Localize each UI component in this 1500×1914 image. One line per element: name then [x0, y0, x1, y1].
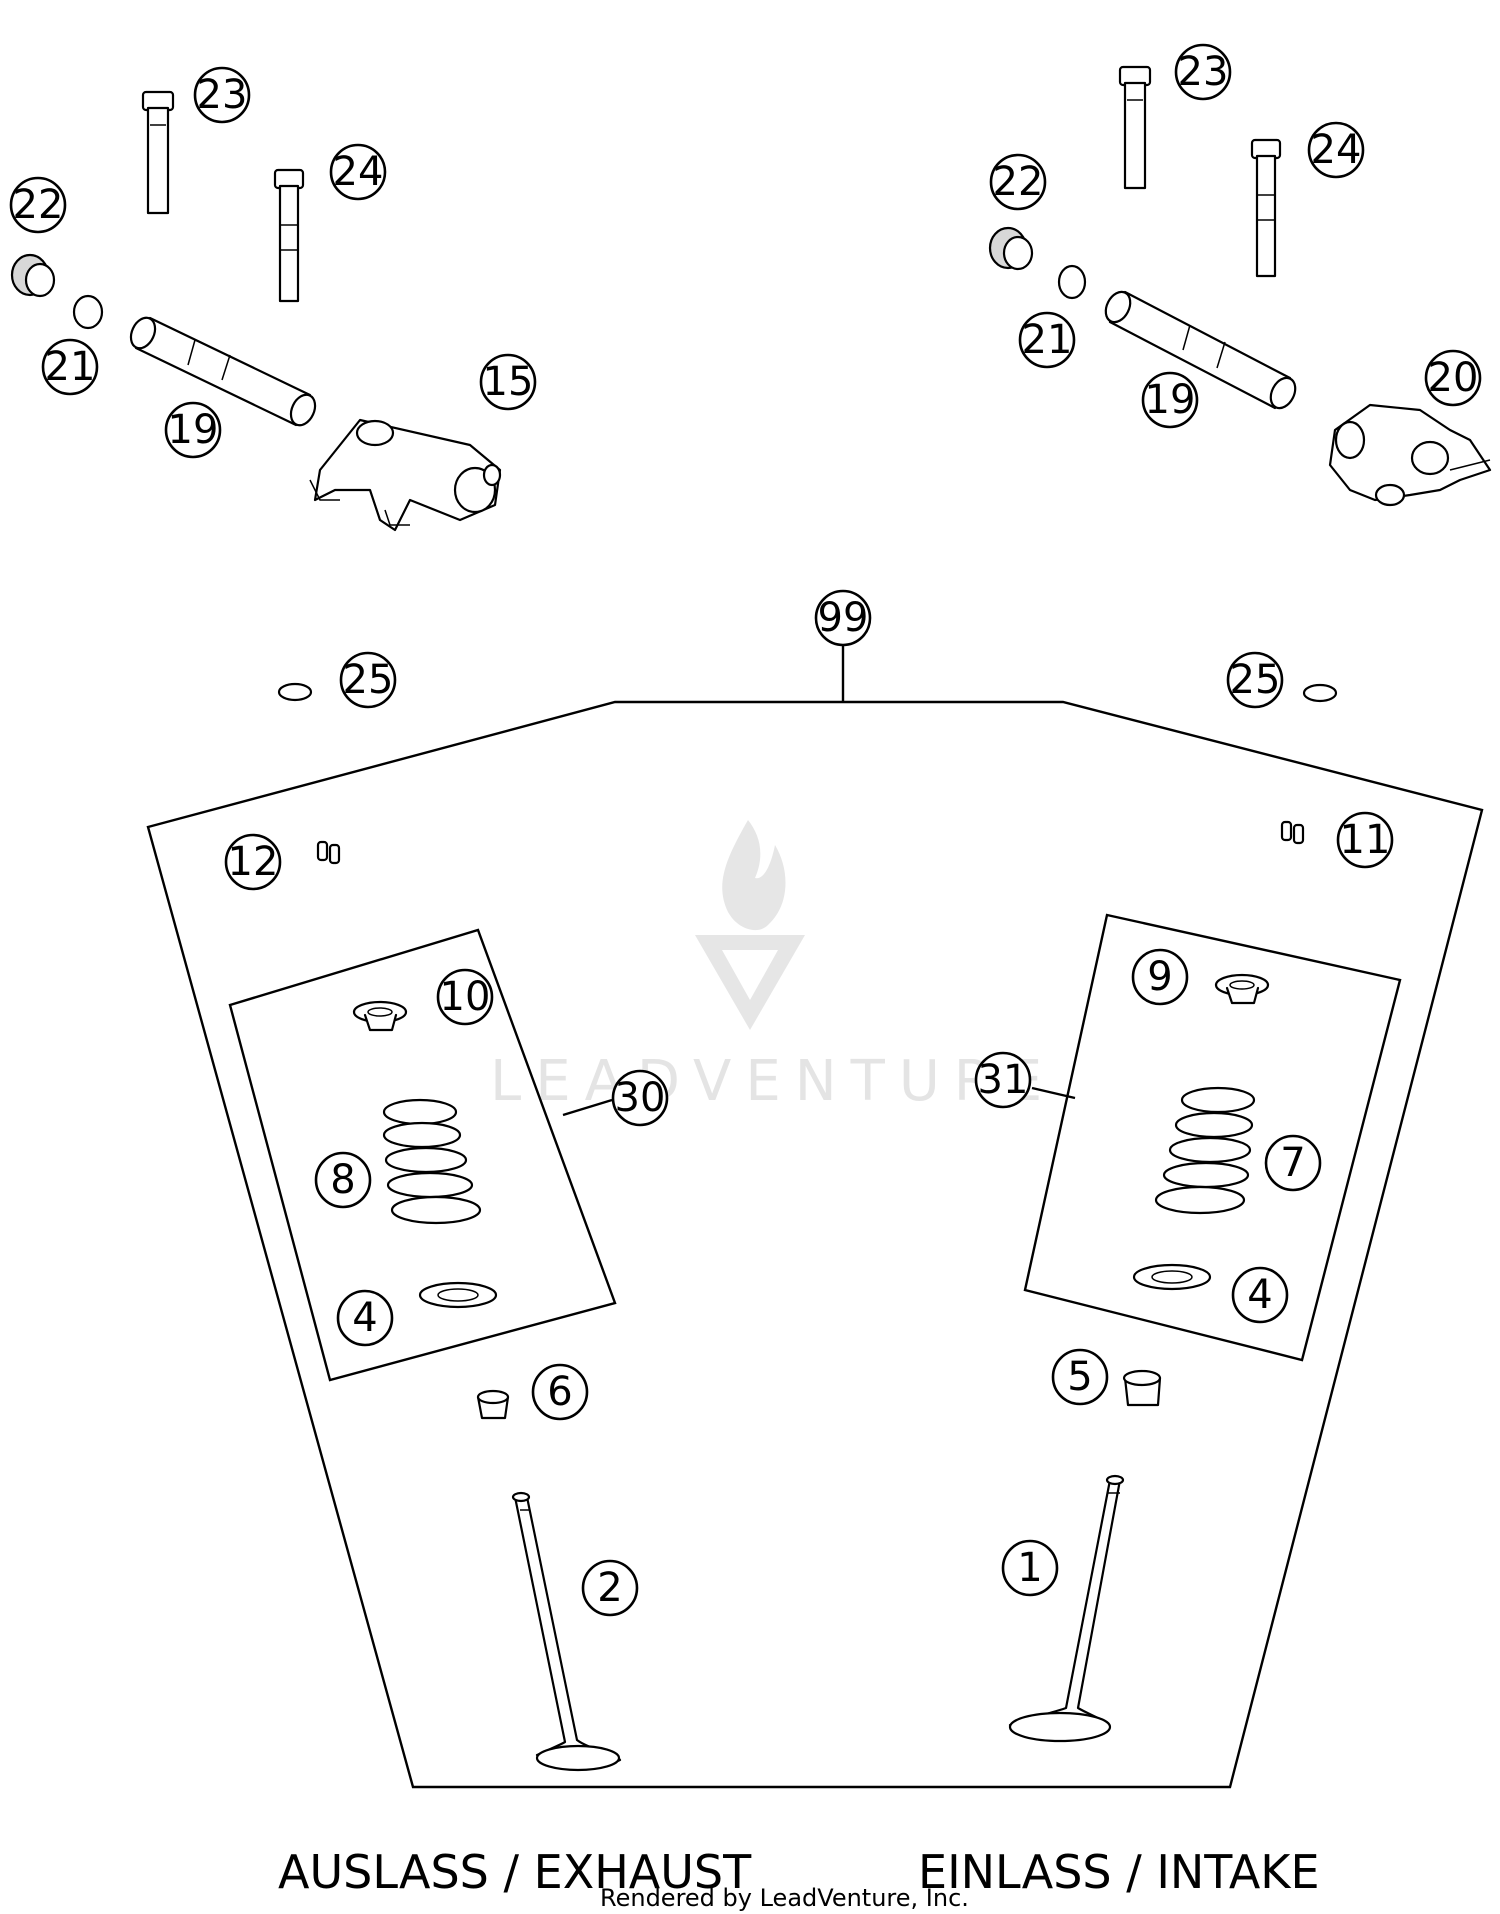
callout-6: 6	[531, 1363, 589, 1421]
valve-collet-11	[1280, 820, 1305, 845]
callout-23-left: 23	[193, 66, 251, 124]
rocker-shaft-19-right	[1104, 290, 1297, 410]
callout-22-right: 22	[989, 153, 1047, 211]
valve-collet-12	[316, 840, 341, 865]
valve-stem-seal-5	[1122, 1369, 1162, 1407]
leader-30	[562, 1098, 613, 1117]
watermark-logo: LEADVENTURE	[490, 820, 1056, 1114]
svg-text:11: 11	[1340, 817, 1391, 863]
watermark-text: LEADVENTURE	[490, 1049, 1056, 1114]
o-ring-21-left	[72, 294, 104, 330]
svg-text:4: 4	[1247, 1272, 1272, 1318]
bolt-23-left	[141, 90, 175, 215]
shim-25-left	[277, 682, 313, 702]
exhaust-label: AUSLASS / EXHAUST	[278, 1845, 752, 1899]
svg-text:19: 19	[168, 407, 219, 453]
valve-spring-8	[382, 1098, 482, 1225]
svg-text:24: 24	[333, 149, 384, 195]
svg-text:22: 22	[13, 182, 64, 228]
svg-text:6: 6	[547, 1369, 572, 1415]
callout-20: 20	[1424, 349, 1482, 407]
valve-kit-frame-99	[146, 700, 1484, 1789]
spring-retainer-9	[1214, 973, 1270, 1005]
shim-25-right	[1302, 683, 1338, 703]
svg-text:4: 4	[352, 1295, 377, 1341]
intake-label: EINLASS / INTAKE	[918, 1845, 1320, 1899]
callout-25-right: 25	[1226, 651, 1284, 709]
callout-31: 31	[974, 1051, 1032, 1109]
bolt-24-right	[1250, 138, 1282, 278]
exhaust-valve-2	[511, 1491, 622, 1772]
svg-text:21: 21	[1022, 317, 1073, 363]
callout-9: 9	[1131, 948, 1189, 1006]
leader-31	[1031, 1086, 1076, 1100]
callout-5: 5	[1051, 1348, 1109, 1406]
callout-30: 30	[611, 1069, 669, 1127]
callout-11: 11	[1336, 811, 1394, 869]
svg-text:1: 1	[1017, 1545, 1042, 1591]
svg-text:23: 23	[197, 72, 248, 118]
rocker-assembly-exhaust	[10, 90, 502, 532]
callout-21-right: 21	[1018, 311, 1076, 369]
plug-22-right	[988, 226, 1034, 271]
callout-10: 10	[436, 968, 494, 1026]
rocker-arm-15	[309, 418, 502, 532]
valve-spring-7	[1154, 1086, 1256, 1215]
svg-text:9: 9	[1147, 954, 1172, 1000]
callout-19-right: 19	[1141, 371, 1199, 429]
callout-99: 99	[814, 589, 872, 647]
callout-22-left: 22	[9, 176, 67, 234]
callout-24-left: 24	[329, 143, 387, 201]
spring-kit-frame-31	[1023, 913, 1402, 1362]
svg-text:25: 25	[343, 657, 394, 703]
svg-text:10: 10	[440, 974, 491, 1020]
callout-15: 15	[479, 353, 537, 411]
intake-valve-1	[1008, 1474, 1125, 1743]
rocker-assembly-intake	[988, 65, 1492, 507]
footer-credit: Rendered by LeadVenture, Inc.	[600, 1884, 969, 1912]
callout-25-left: 25	[339, 651, 397, 709]
svg-text:7: 7	[1280, 1140, 1305, 1186]
svg-text:8: 8	[330, 1157, 355, 1203]
svg-text:23: 23	[1178, 49, 1229, 95]
svg-text:25: 25	[1230, 657, 1281, 703]
svg-text:31: 31	[978, 1057, 1029, 1103]
svg-text:5: 5	[1067, 1354, 1092, 1400]
callout-7: 7	[1264, 1134, 1322, 1192]
callout-4-left: 4	[336, 1289, 394, 1347]
callout-2: 2	[581, 1559, 639, 1617]
svg-text:19: 19	[1145, 377, 1196, 423]
spring-seat-4-left	[418, 1281, 498, 1309]
svg-text:22: 22	[993, 159, 1044, 205]
plug-22-left	[10, 253, 56, 298]
svg-text:20: 20	[1428, 355, 1479, 401]
callout-8: 8	[314, 1151, 372, 1209]
rocker-shaft-19-left	[129, 316, 317, 427]
bolt-23-right	[1118, 65, 1152, 190]
bolt-24-left	[273, 168, 305, 303]
callout-4-right: 4	[1231, 1266, 1289, 1324]
callout-24-right: 24	[1307, 121, 1365, 179]
callout-21-left: 21	[41, 338, 99, 396]
svg-text:99: 99	[818, 595, 869, 641]
spring-retainer-10	[352, 1000, 408, 1032]
svg-text:30: 30	[615, 1075, 666, 1121]
rocker-arm-20	[1328, 403, 1492, 507]
spring-seat-4-right	[1132, 1263, 1212, 1291]
svg-text:15: 15	[483, 359, 534, 405]
svg-text:21: 21	[45, 344, 96, 390]
valve-stem-seal-6	[476, 1389, 510, 1420]
svg-text:24: 24	[1311, 127, 1362, 173]
callout-1: 1	[1001, 1539, 1059, 1597]
callout-19-left: 19	[164, 401, 222, 459]
svg-text:2: 2	[597, 1565, 622, 1611]
callout-23-right: 23	[1174, 43, 1232, 101]
o-ring-21-right	[1057, 264, 1087, 300]
spring-kit-frame-30	[228, 928, 617, 1382]
svg-text:12: 12	[228, 839, 279, 885]
callout-12: 12	[224, 833, 282, 891]
